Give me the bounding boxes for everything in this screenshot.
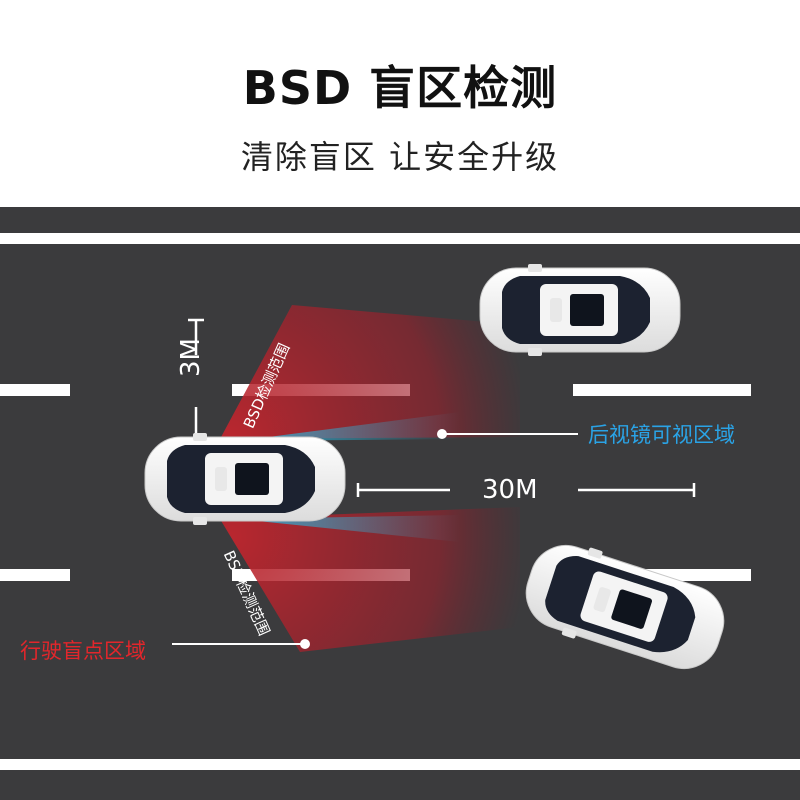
road-edge-bottom [0, 759, 800, 770]
road-scene: 后视镜可视区域 行驶盲点区域 30M 3M BSD检测范围 BSD检测范围 [0, 207, 800, 800]
radar-zone-lower [220, 507, 520, 652]
label-distance-30m: 30M [482, 475, 538, 505]
header: BSD 盲区检测 清除盲区 让安全升级 [0, 0, 800, 207]
label-blind-spot-zone: 行驶盲点区域 [20, 639, 146, 663]
road-illustration [0, 207, 800, 800]
pointer-mirror-zone [437, 429, 578, 439]
car-lower-right [525, 545, 725, 669]
pointer-blind-zone [172, 639, 310, 649]
mirror-zone-upper [238, 412, 460, 441]
mirror-zone-lower [238, 515, 460, 542]
label-rear-mirror-zone: 后视镜可视区域 [588, 423, 735, 447]
car-own [144, 433, 346, 525]
dimension-30m [356, 483, 696, 497]
road-surface [0, 207, 800, 800]
radar-zone-upper [220, 305, 520, 439]
road-edge-top [0, 233, 800, 244]
car-upper-right [479, 264, 681, 356]
label-distance-3m: 3M [176, 338, 206, 377]
page-subtitle: 清除盲区 让安全升级 [240, 138, 560, 176]
page-title: BSD 盲区检测 [242, 61, 558, 115]
